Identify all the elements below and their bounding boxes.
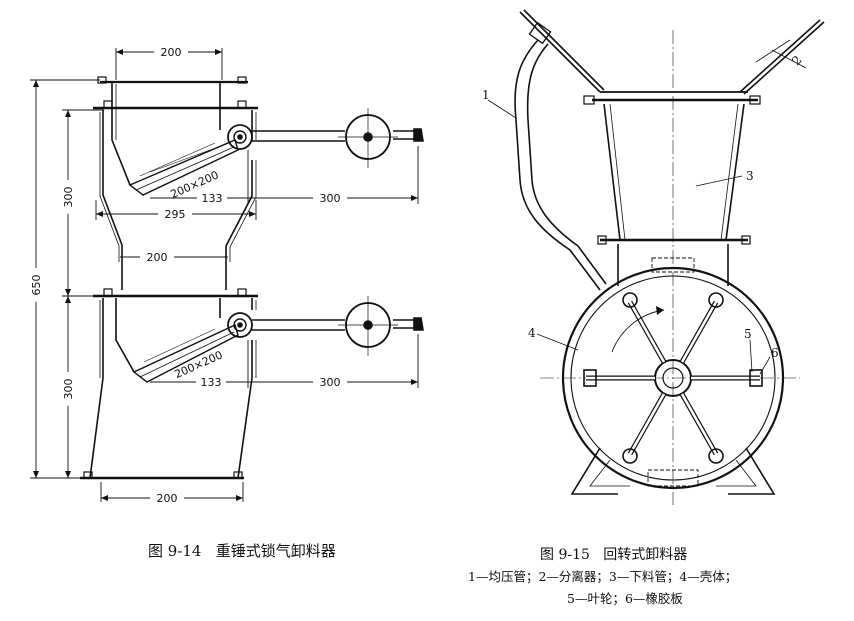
caption-title: 回转式卸料器 bbox=[603, 547, 688, 563]
part-label-6: 6 bbox=[771, 346, 779, 360]
caption-figure-9-15: 图 9-15 回转式卸料器 bbox=[540, 544, 687, 564]
caption-number: 图 9-14 bbox=[148, 542, 202, 560]
lower-pivot bbox=[227, 312, 253, 338]
dim-body-width: 295 bbox=[165, 208, 186, 221]
dim-height-lower: 300 bbox=[62, 379, 75, 400]
legend-line-1: 1—均压管；2—分离器；3—下料管；4—壳体； bbox=[468, 569, 738, 584]
upper-lever-arm bbox=[252, 108, 424, 168]
dim-height-upper: 300 bbox=[62, 187, 75, 208]
part-label-3: 3 bbox=[746, 169, 754, 183]
dim-middle-width: 200 bbox=[147, 251, 168, 264]
part-label-5: 5 bbox=[744, 327, 752, 341]
figure-9-14-drawing: 200 200 200 200×200 200×200 133 133 300 … bbox=[28, 45, 424, 505]
part-label-4: 4 bbox=[528, 326, 536, 340]
lower-casing bbox=[80, 298, 257, 480]
dim-bottom-width: 200 bbox=[157, 492, 178, 505]
caption-title: 重锤式锁气卸料器 bbox=[215, 542, 336, 560]
caption-figure-9-14: 图 9-14 重锤式锁气卸料器 bbox=[148, 540, 336, 561]
equalizing-pipe bbox=[514, 21, 607, 291]
dim-total-height: 650 bbox=[30, 275, 43, 296]
lower-lever-arm bbox=[252, 296, 424, 356]
housing bbox=[561, 244, 785, 495]
downcomer-pipe bbox=[597, 103, 751, 245]
upper-flap bbox=[128, 139, 239, 196]
separator-funnel bbox=[519, 9, 825, 105]
dim-top-width: 200 bbox=[161, 46, 182, 59]
impeller bbox=[583, 292, 763, 464]
dim-arm-length-lower: 300 bbox=[320, 376, 341, 389]
dim-arm-offset-lower: 133 bbox=[201, 376, 222, 389]
caption-number: 图 9-15 bbox=[540, 547, 590, 563]
upper-pivot bbox=[227, 124, 253, 150]
dim-arm-offset-upper: 133 bbox=[202, 192, 223, 205]
upper-hopper bbox=[97, 76, 248, 186]
figure-9-15-drawing: 1 2 3 4 5 6 bbox=[482, 9, 825, 505]
dimension-arrows bbox=[33, 49, 418, 501]
lower-flap bbox=[132, 324, 239, 383]
legend-line-2: 5—叶轮；6—橡胶板 bbox=[567, 591, 683, 606]
leader-lines bbox=[487, 39, 807, 375]
dimension-labels: 200 200 200 200×200 200×200 133 133 300 … bbox=[28, 45, 347, 505]
lower-hopper bbox=[93, 262, 258, 373]
part-label-1: 1 bbox=[482, 88, 490, 102]
dim-arm-length-upper: 300 bbox=[320, 192, 341, 205]
